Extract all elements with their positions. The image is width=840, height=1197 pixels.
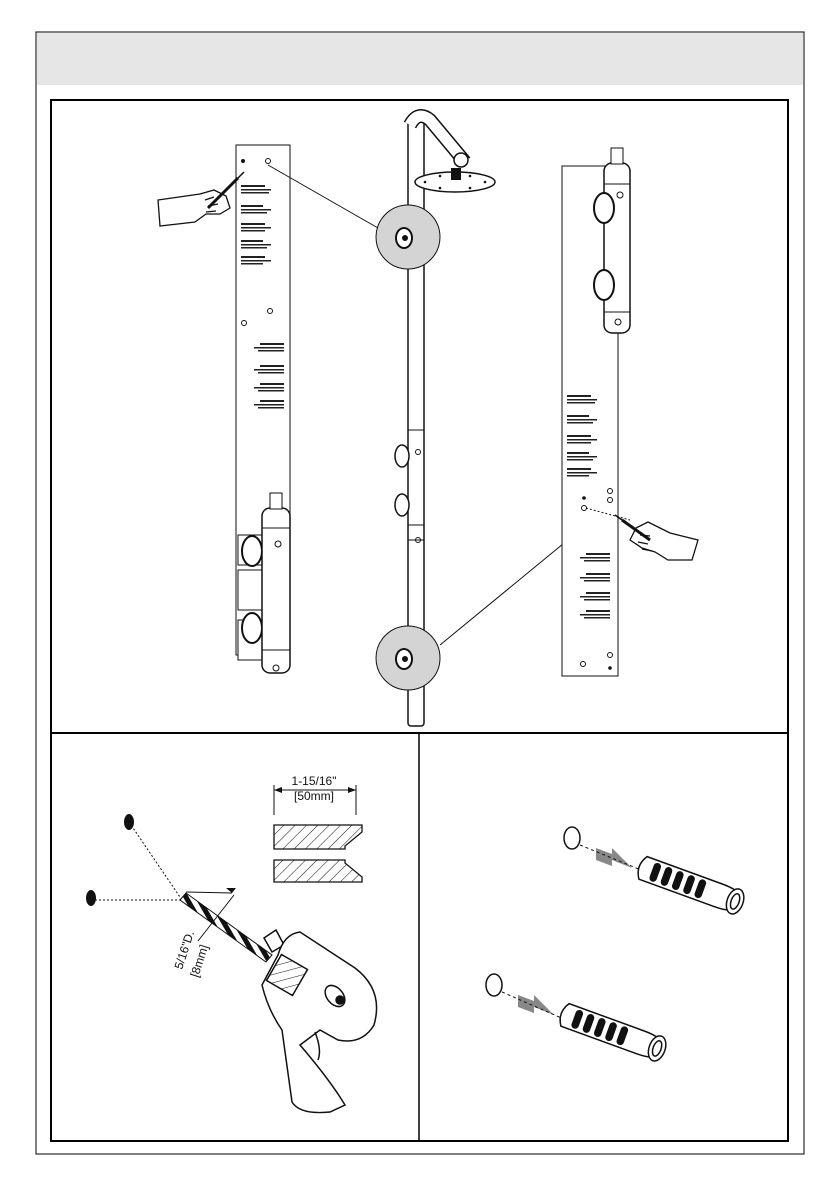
zoom-callout-bottom (376, 530, 580, 690)
hand-marking-pen-left (158, 172, 244, 226)
wall-hole-upper (564, 827, 580, 849)
step-drill-holes-panel: 1-15/16" [50mm] 5/16"D. [8mm] (86, 774, 377, 1113)
right-template-plate (562, 148, 630, 676)
left-template-plate (236, 145, 290, 673)
depth-label-metric: [50mm] (294, 789, 334, 803)
depth-label: 1-15/16" (292, 774, 337, 788)
hole-depth-diagram: 1-15/16" [50mm] (274, 774, 362, 882)
insert-arrow-upper (596, 848, 632, 868)
step-insert-anchors-panel (486, 827, 747, 1063)
wall-anchor-upper (635, 854, 747, 916)
step-mark-holes-panel (158, 116, 698, 726)
power-drill (262, 930, 377, 1113)
hand-marking-pen-right (615, 515, 698, 560)
wall-mark-lower (86, 890, 96, 906)
drill-bit: 5/16"D. [8mm] (172, 888, 272, 979)
wall-hole-lower (486, 974, 502, 996)
header-band (37, 33, 803, 85)
wall-anchor-lower (557, 1001, 669, 1063)
